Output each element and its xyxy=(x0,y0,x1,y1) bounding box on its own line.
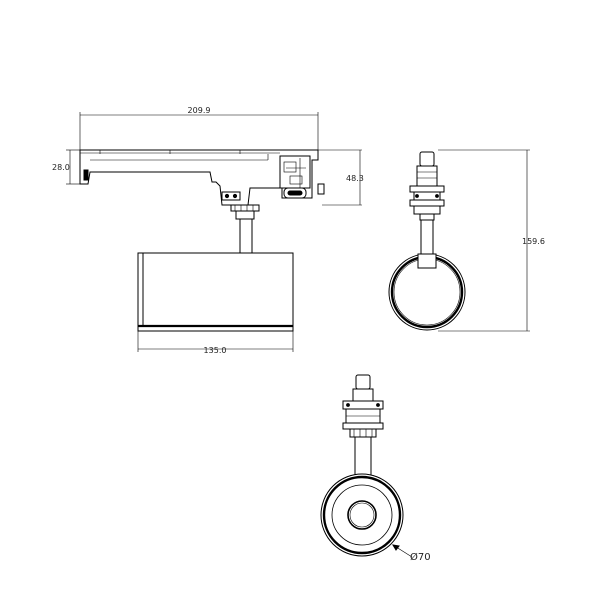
front-lamp-ring xyxy=(388,253,466,331)
total-height-label: 159.6 xyxy=(522,237,545,246)
dimension-adapter-height: 48.3 xyxy=(318,149,364,206)
body-width-label: 135.0 xyxy=(204,346,227,355)
dimension-width: 209.9 xyxy=(79,106,319,158)
bottom-view: Ø70 xyxy=(320,374,431,563)
bottom-stem xyxy=(354,436,372,478)
dimension-body-width: 135.0 xyxy=(137,331,294,355)
front-adapter xyxy=(409,151,445,221)
bottom-adapter xyxy=(342,374,384,438)
side-view: 209.9 28.0 48.3 xyxy=(52,106,364,355)
stem xyxy=(230,204,260,254)
diameter-label: Ø70 xyxy=(410,551,431,563)
width-label: 209.9 xyxy=(188,106,211,115)
dimension-diameter: Ø70 xyxy=(392,544,431,563)
track-adapter xyxy=(79,149,325,206)
lamp-body-side xyxy=(137,252,294,332)
bottom-lamp-face xyxy=(320,473,404,557)
dimension-total-height: 159.6 xyxy=(438,149,545,332)
dimension-track-height: 28.0 xyxy=(52,149,82,185)
adapter-height-label: 48.3 xyxy=(346,174,364,183)
track-height-label: 28.0 xyxy=(52,163,70,172)
front-view: 159.6 xyxy=(388,149,545,332)
